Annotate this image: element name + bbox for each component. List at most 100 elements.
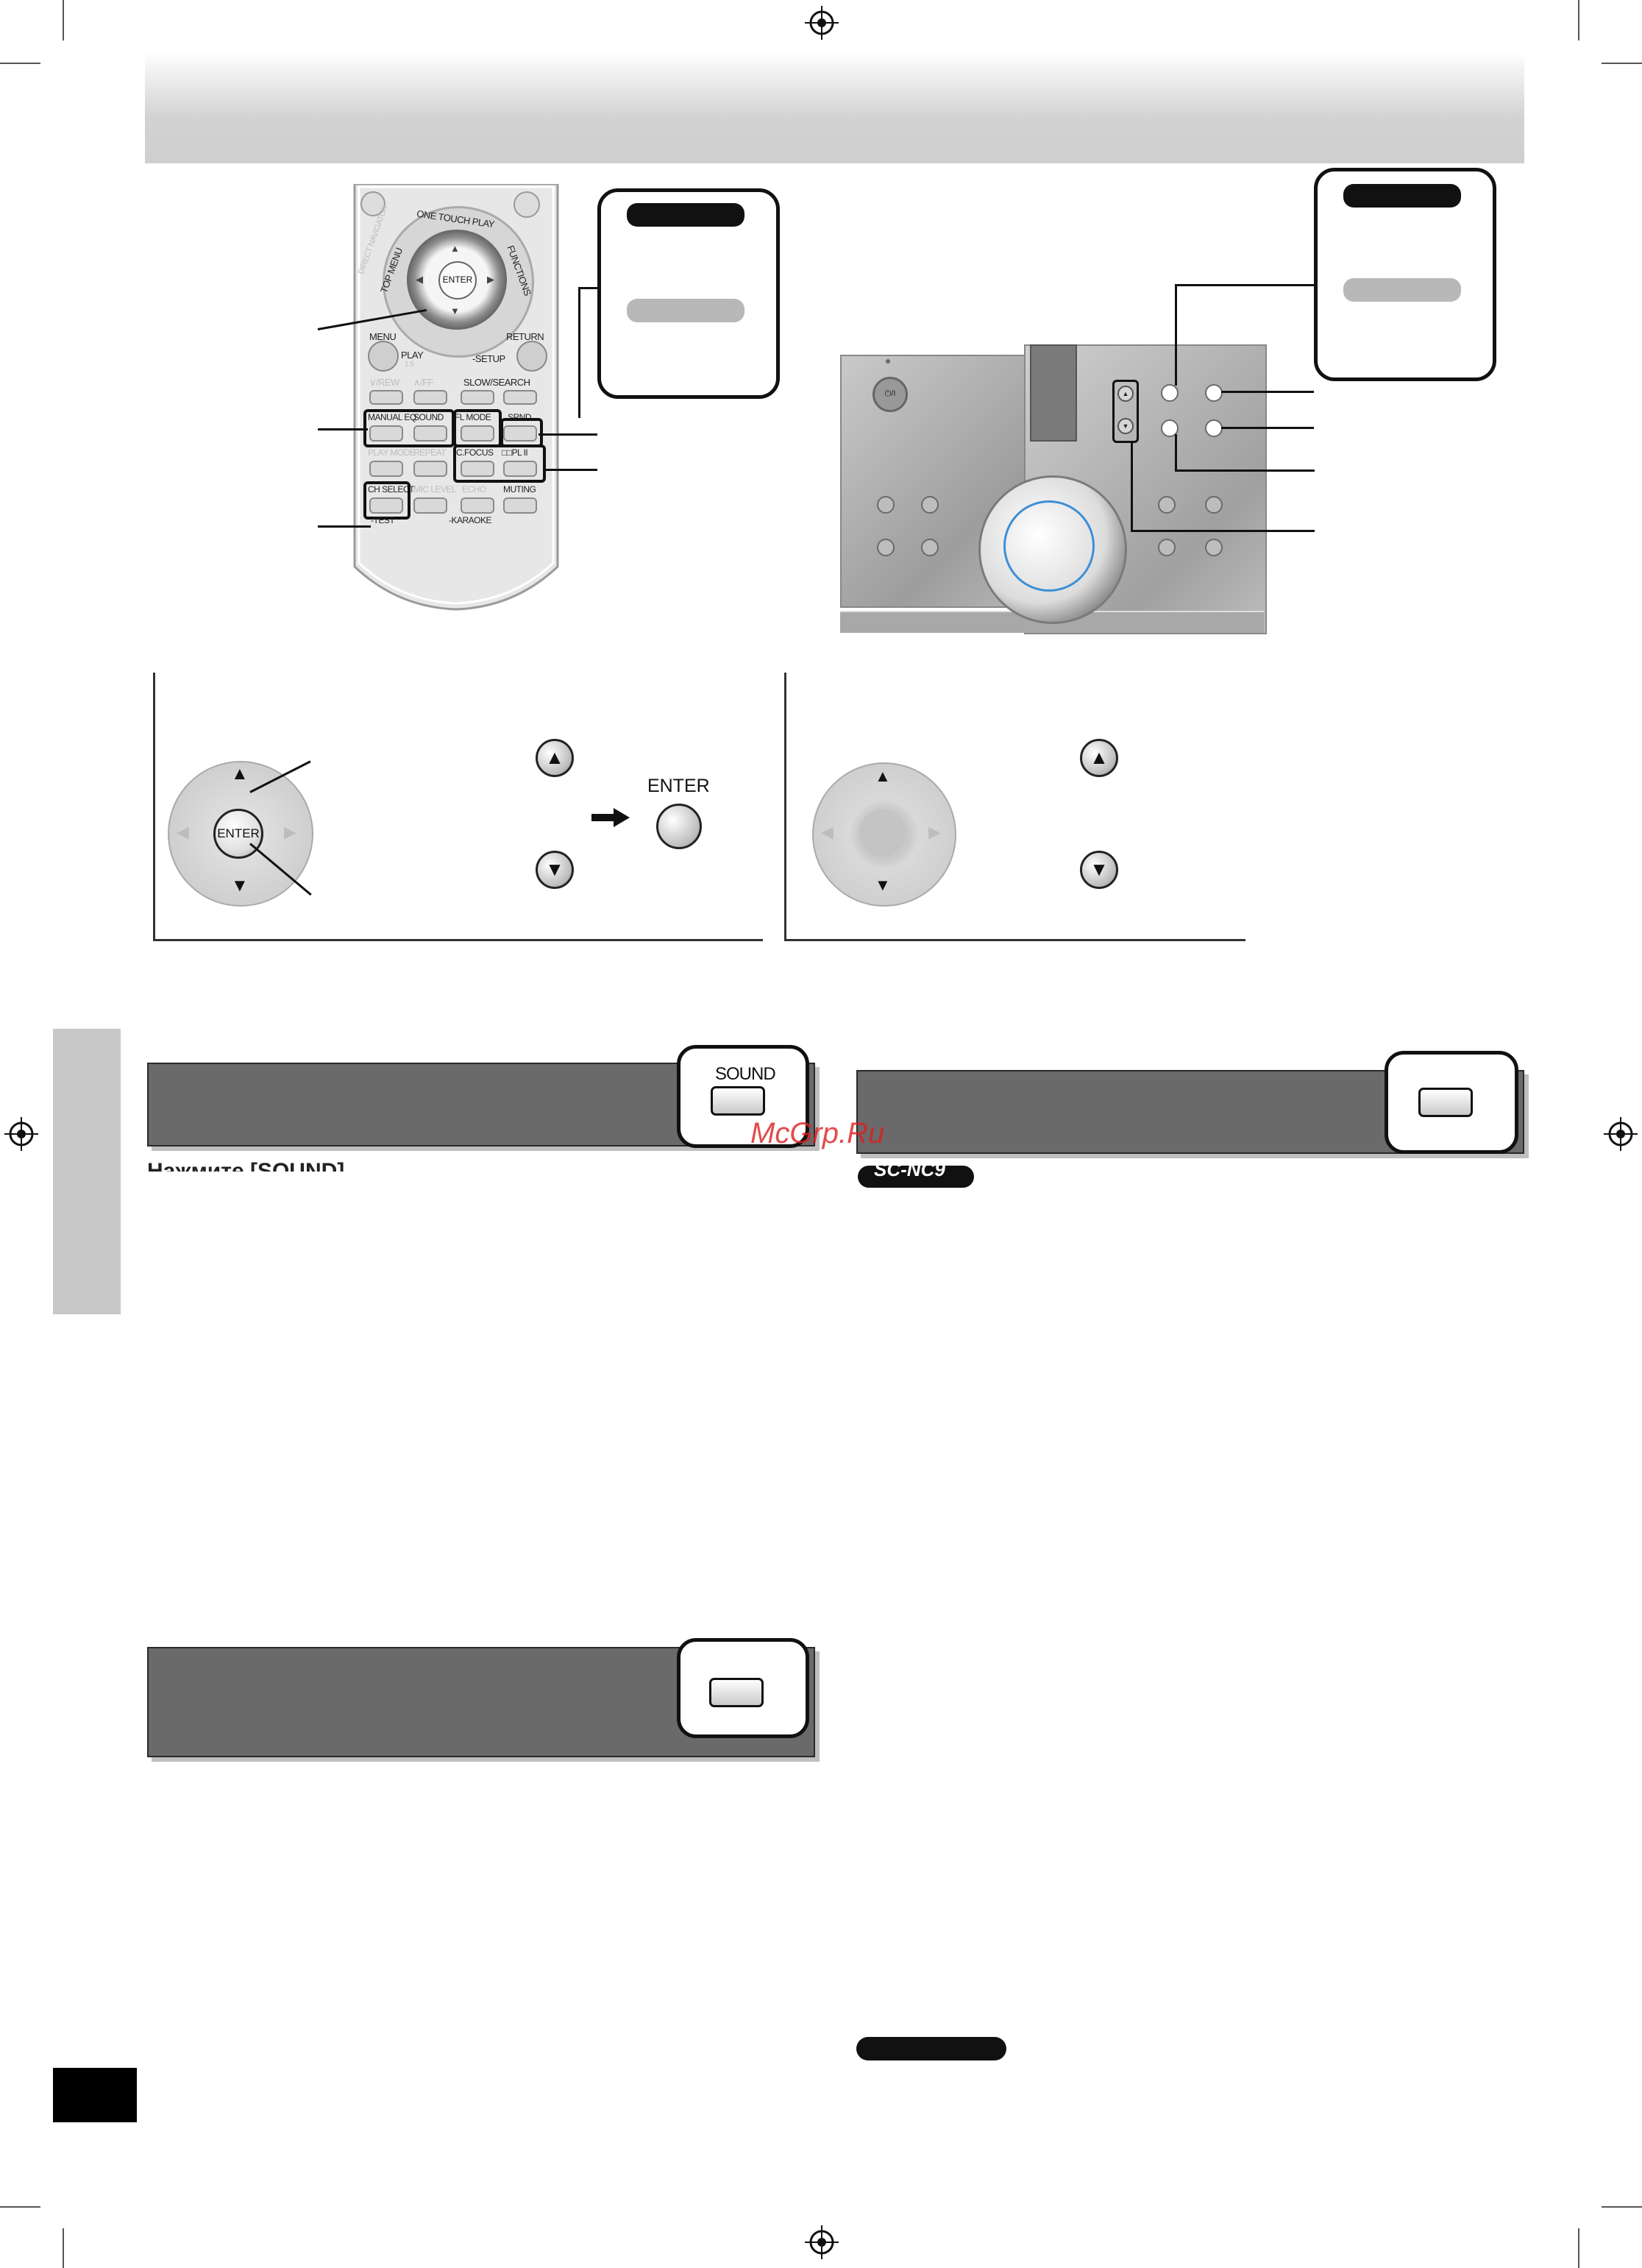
highlight-c-focus-pl2 — [453, 444, 546, 483]
highlight-ch-select — [363, 481, 410, 520]
up-button[interactable]: ▲ — [1080, 739, 1118, 777]
unit-button[interactable] — [877, 496, 895, 514]
sound-key[interactable] — [711, 1086, 765, 1116]
slow-forward-button[interactable] — [503, 390, 537, 405]
header-band — [145, 52, 1524, 163]
model-badge: SC-NC9 — [858, 1166, 974, 1188]
lower-key[interactable] — [709, 1678, 764, 1707]
return-button[interactable] — [516, 341, 547, 372]
repeat-button[interactable] — [413, 461, 447, 477]
dpad-right-icon: ▶ — [284, 823, 296, 841]
unit-skip-back-button[interactable] — [1158, 539, 1176, 556]
registration-mark-icon — [4, 1117, 38, 1151]
callout-light-pill — [627, 299, 744, 322]
karaoke-label: -KARAOKE — [449, 515, 492, 525]
callout-dark-pill — [627, 203, 744, 227]
dpad-down-icon[interactable]: ▼ — [231, 876, 249, 896]
leader-line — [1175, 284, 1315, 286]
srnd-button[interactable] — [503, 425, 537, 442]
right-key[interactable] — [1418, 1088, 1473, 1117]
cursor-left-icon[interactable]: ◀ — [416, 274, 423, 285]
leader-line — [1131, 530, 1315, 532]
echo-button[interactable] — [461, 497, 494, 514]
unit-stop-button[interactable] — [1205, 496, 1223, 514]
disc-slot — [1030, 344, 1077, 442]
slow-back-button[interactable] — [461, 390, 494, 405]
sound-button[interactable] — [413, 425, 447, 442]
dpad-up-icon[interactable]: ▲ — [231, 764, 249, 784]
sound-label: SOUND — [413, 412, 444, 422]
unit-up-button[interactable]: ▲ — [1117, 386, 1134, 402]
rew-label: ∨/REW — [369, 377, 399, 388]
unit-down-button[interactable]: ▼ — [1117, 418, 1134, 434]
manual-eq-label: MANUAL EQ — [368, 412, 416, 422]
dpad-right-center — [859, 809, 906, 857]
dpad-down-icon[interactable]: ▼ — [875, 876, 891, 894]
ch-select-button[interactable] — [369, 497, 403, 514]
leader-line — [1175, 284, 1177, 386]
unit-select-button[interactable] — [1205, 419, 1223, 437]
manual-eq-button[interactable] — [369, 425, 403, 442]
setup-label: -SETUP — [472, 353, 505, 364]
c-focus-button[interactable] — [461, 461, 494, 477]
unit-open-button[interactable] — [921, 539, 939, 556]
highlight-manual-eq-sound — [363, 409, 455, 447]
pl2-label: □□PL II — [502, 447, 528, 458]
menu-button[interactable] — [368, 341, 399, 372]
cursor-right-icon[interactable]: ▶ — [487, 274, 494, 285]
play-speed-label: 1.5 — [405, 361, 414, 369]
enter-round-button[interactable] — [656, 804, 702, 849]
unit-skip-forward-button[interactable] — [1205, 539, 1223, 556]
fl-mode-button[interactable] — [461, 425, 494, 442]
unit-record-button[interactable] — [877, 539, 895, 556]
leader-line — [318, 525, 371, 528]
page-number-block — [53, 2068, 137, 2122]
leader-line — [1131, 442, 1133, 531]
mic-level-button[interactable] — [413, 497, 447, 514]
power-button[interactable]: ⏻/I — [872, 377, 908, 412]
enter-caption: ENTER — [647, 776, 710, 796]
unit-play-button[interactable] — [1158, 496, 1176, 514]
muting-label: MUTING — [503, 484, 536, 495]
skip-forward-button[interactable] — [413, 390, 447, 405]
muting-button[interactable] — [503, 497, 537, 514]
play-mode-button[interactable] — [369, 461, 403, 477]
down-button[interactable]: ▼ — [536, 851, 574, 889]
volume-knob[interactable] — [978, 475, 1127, 624]
dpad-enter-button[interactable]: ENTER — [213, 809, 263, 859]
dpad-up-icon[interactable]: ▲ — [875, 767, 891, 785]
remote-top-button[interactable] — [513, 191, 540, 218]
echo-label: ECHO — [462, 484, 486, 495]
callout-dark-pill — [1343, 184, 1461, 208]
main-unit: ⏻/I ▲ ▼ — [840, 344, 1267, 642]
registration-mark-icon — [805, 6, 839, 40]
leader-line — [1221, 427, 1314, 429]
cursor-up-icon[interactable]: ▲ — [450, 243, 460, 254]
unit-updown-frame — [1112, 380, 1139, 443]
leader-line — [543, 469, 597, 471]
registration-mark-icon — [1604, 1117, 1638, 1151]
enter-button[interactable]: ENTER — [438, 261, 477, 300]
up-button[interactable]: ▲ — [536, 739, 574, 777]
pl2-button[interactable] — [503, 461, 537, 477]
unit-button[interactable] — [921, 496, 939, 514]
crop-mark — [63, 0, 64, 40]
unit-callout-box — [1314, 168, 1496, 381]
unit-select-button[interactable] — [1205, 384, 1223, 402]
callout-light-pill — [1343, 278, 1461, 302]
ff-label: ∧/FF — [413, 377, 434, 388]
skip-back-button[interactable] — [369, 390, 403, 405]
crop-mark — [63, 2228, 64, 2268]
bottom-pill — [856, 2037, 1006, 2060]
play-mode-label: PLAY MODE — [368, 447, 416, 458]
highlight-fl-mode — [453, 409, 502, 447]
repeat-label: REPEAT — [413, 447, 447, 458]
cursor-down-icon[interactable]: ▼ — [450, 305, 460, 316]
unit-select-button[interactable] — [1161, 384, 1179, 402]
down-button[interactable]: ▼ — [1080, 851, 1118, 889]
leader-line — [1221, 391, 1314, 393]
crop-mark — [1578, 2228, 1579, 2268]
dpad-left-icon: ◀ — [821, 823, 834, 841]
model-badge-text: SC-NC9 — [874, 1166, 945, 1180]
remote-top-button[interactable] — [360, 191, 385, 216]
